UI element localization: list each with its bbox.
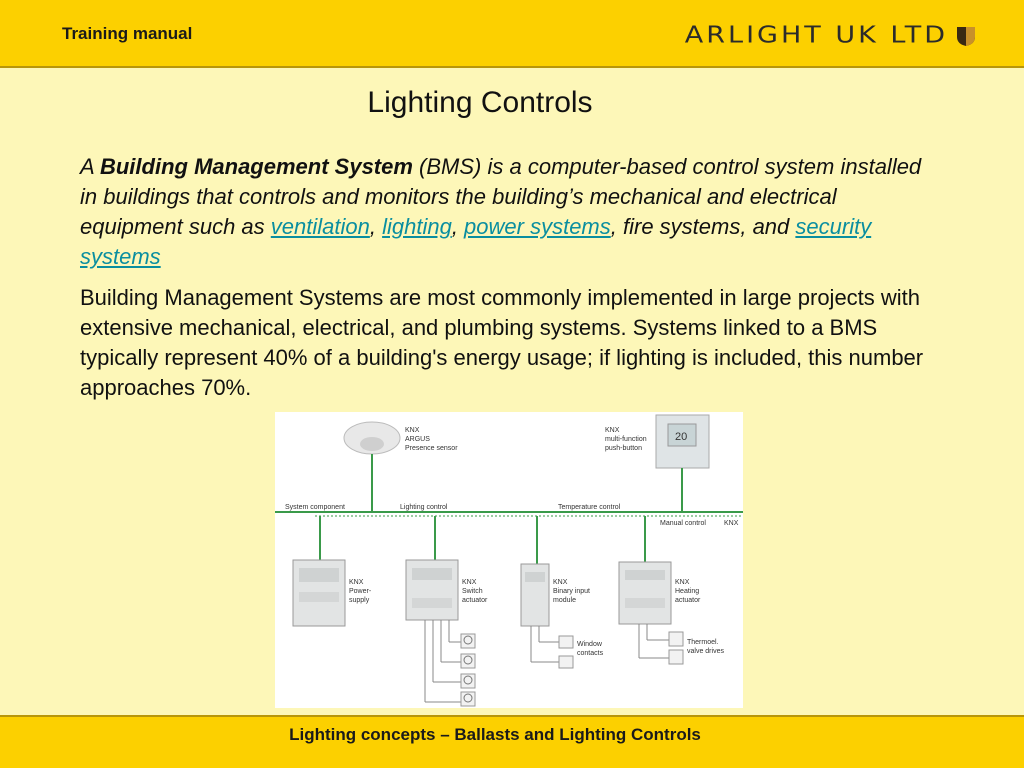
window-contact-icon: [558, 635, 574, 669]
device2-label-2: Switch: [462, 588, 483, 595]
presence-sensor-device: [343, 421, 401, 512]
knx-system-diagram: KNX ARGUS Presence sensor 20 KNX multi-f…: [275, 412, 743, 708]
bms-usage-paragraph: Building Management Systems are most com…: [80, 285, 924, 400]
svg-text:KNX: KNX: [462, 579, 477, 586]
valve-label-1: Thermoel.: [687, 639, 719, 646]
bms-definition-paragraph: A Building Management System (BMS) is a …: [80, 152, 940, 272]
svg-text:module: module: [553, 597, 576, 604]
bus-label-temperature: Temperature control: [558, 504, 621, 511]
svg-text:KNX: KNX: [675, 579, 690, 586]
para1-sep1: ,: [369, 214, 383, 239]
slide-title: Lighting Controls: [367, 86, 593, 119]
svg-text:actuator: actuator: [462, 597, 488, 604]
bus-label-knx: KNX: [724, 520, 739, 527]
svg-text:Thermoel.: Thermoel.: [687, 639, 719, 646]
svg-text:KNX: KNX: [605, 427, 620, 434]
svg-text:Binary input: Binary input: [553, 588, 590, 595]
svg-text:ARGUS: ARGUS: [405, 436, 430, 443]
svg-text:Power-: Power-: [349, 588, 372, 595]
ventilation-link[interactable]: ventilation: [270, 214, 370, 239]
footer-bar: Lighting concepts – Ballasts and Lightin…: [0, 715, 1024, 768]
bus-label-system: System component: [285, 504, 345, 511]
pushbutton-label-3: push-button: [605, 445, 642, 452]
svg-text:valve drives: valve drives: [687, 648, 724, 655]
device4-label-2: Heating: [675, 588, 699, 595]
device4-label-3: actuator: [675, 597, 701, 604]
svg-text:KNX: KNX: [553, 579, 568, 586]
pushbutton-display: 20: [675, 431, 687, 443]
binary-input-device: [520, 563, 559, 663]
pushbutton-device: 20: [655, 414, 710, 512]
knx-diagram-svg: KNX ARGUS Presence sensor 20 KNX multi-f…: [275, 414, 743, 707]
svg-text:Window: Window: [577, 641, 603, 648]
logo-text: ARLIGHT UK LTD: [684, 22, 948, 49]
device1-label-3: supply: [349, 597, 370, 604]
svg-text:Switch: Switch: [462, 588, 483, 595]
bus-label-lighting: Lighting control: [400, 504, 448, 511]
device1-label-1: KNX: [349, 579, 364, 586]
para1-text1: (BMS) is a computer-based control system…: [80, 154, 922, 239]
svg-text:KNX: KNX: [405, 427, 420, 434]
pushbutton-label-1: KNX: [605, 427, 620, 434]
sensor-label-1: KNX: [405, 427, 420, 434]
heating-actuator-device: [618, 561, 672, 659]
sensor-label-2: ARGUS: [405, 436, 430, 443]
power-systems-link[interactable]: power systems: [464, 214, 611, 239]
security-systems-link[interactable]: security systems: [80, 214, 872, 269]
device2-label-1: KNX: [462, 579, 477, 586]
header-bar: Training manual ARLIGHT UK LTD: [0, 0, 1024, 68]
bulb-icon: [460, 633, 476, 707]
svg-text:multi-function: multi-function: [605, 436, 647, 443]
valve-label-2: valve drives: [687, 648, 724, 655]
device3-label-2: Binary input: [553, 588, 590, 595]
device3-label-1: KNX: [553, 579, 568, 586]
svg-text:KNX: KNX: [349, 579, 364, 586]
pushbutton-label-2: multi-function: [605, 436, 647, 443]
company-logo: ARLIGHT UK LTD: [685, 20, 976, 51]
bms-term: Building Management System: [99, 154, 413, 179]
lighting-link[interactable]: lighting: [382, 214, 452, 239]
window-label-1: Window: [577, 641, 603, 648]
svg-text:push-button: push-button: [605, 445, 642, 452]
power-supply-device: [292, 559, 346, 627]
svg-text:supply: supply: [349, 597, 370, 604]
footer-title: Lighting concepts – Ballasts and Lightin…: [289, 725, 701, 744]
window-label-2: contacts: [577, 650, 604, 657]
device1-label-2: Power-: [349, 588, 372, 595]
bus-label-manual: Manual control: [660, 520, 706, 527]
para1-text2: , fire systems, and: [610, 214, 796, 239]
device2-label-3: actuator: [462, 597, 488, 604]
svg-text:actuator: actuator: [675, 597, 701, 604]
device3-label-3: module: [553, 597, 576, 604]
device4-label-1: KNX: [675, 579, 690, 586]
svg-text:Presence sensor: Presence sensor: [405, 445, 458, 452]
svg-text:contacts: contacts: [577, 650, 604, 657]
sensor-label-3: Presence sensor: [405, 445, 458, 452]
para1-prefix: A: [80, 154, 100, 179]
svg-text:Heating: Heating: [675, 588, 699, 595]
switch-actuator-device: [405, 559, 463, 703]
shield-icon: [957, 26, 975, 46]
valve-drive-icon: [668, 631, 684, 665]
header-training-label: Training manual: [62, 24, 193, 43]
para1-sep2: ,: [451, 214, 465, 239]
